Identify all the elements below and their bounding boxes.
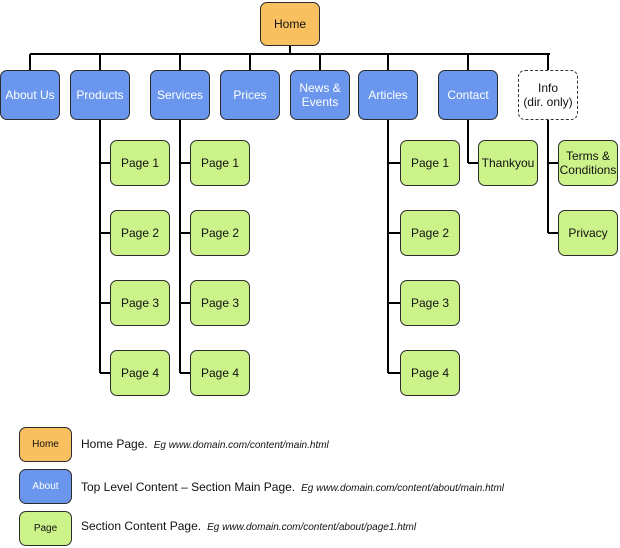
page-node-services-2: Page 2 xyxy=(190,210,250,256)
section-node-contact: Contact xyxy=(438,70,498,120)
legend-swatch-page: Page xyxy=(19,511,72,546)
page-node-services-1: Page 1 xyxy=(190,140,250,186)
legend-text-top-level: Top Level Content – Section Main Page. Eg… xyxy=(81,480,504,494)
page-node-services-4: Page 4 xyxy=(190,350,250,396)
legend-swatch-home: Home xyxy=(19,427,72,462)
legend-example: Eg www.domain.com/content/about/page1.ht… xyxy=(207,522,417,533)
legend-swatch-top-level: About xyxy=(19,469,72,504)
home-node: Home xyxy=(260,2,320,46)
page-node-products-2: Page 2 xyxy=(110,210,170,256)
page-node-articles-1: Page 1 xyxy=(400,140,460,186)
section-node-about: About Us xyxy=(0,70,60,120)
page-node-products-3: Page 3 xyxy=(110,280,170,326)
page-node-products-4: Page 4 xyxy=(110,350,170,396)
legend-text-home: Home Page. Eg www.domain.com/content/main… xyxy=(81,437,329,451)
legend-label: Top Level Content – Section Main Page. xyxy=(81,480,296,494)
section-node-articles: Articles xyxy=(358,70,418,120)
page-node-services-3: Page 3 xyxy=(190,280,250,326)
page-node-articles-2: Page 2 xyxy=(400,210,460,256)
page-node-articles-4: Page 4 xyxy=(400,350,460,396)
page-node-info-2: Privacy xyxy=(558,210,618,256)
legend-label: Section Content Page. xyxy=(81,519,202,533)
legend-example: Eg www.domain.com/content/main.html xyxy=(153,440,329,451)
section-node-prices: Prices xyxy=(220,70,280,120)
page-node-info-1: Terms & Conditions xyxy=(558,140,618,186)
page-node-articles-3: Page 3 xyxy=(400,280,460,326)
legend-example: Eg www.domain.com/content/about/main.htm… xyxy=(301,483,505,494)
section-node-news: News & Events xyxy=(290,70,350,120)
legend-text-page: Section Content Page. Eg www.domain.com/c… xyxy=(81,519,416,533)
section-node-services: Services xyxy=(150,70,210,120)
page-node-products-1: Page 1 xyxy=(110,140,170,186)
section-node-info: Info (dir. only) xyxy=(518,70,578,120)
section-node-products: Products xyxy=(70,70,130,120)
legend-label: Home Page. xyxy=(81,437,148,451)
page-node-contact-1: Thankyou xyxy=(478,140,538,186)
